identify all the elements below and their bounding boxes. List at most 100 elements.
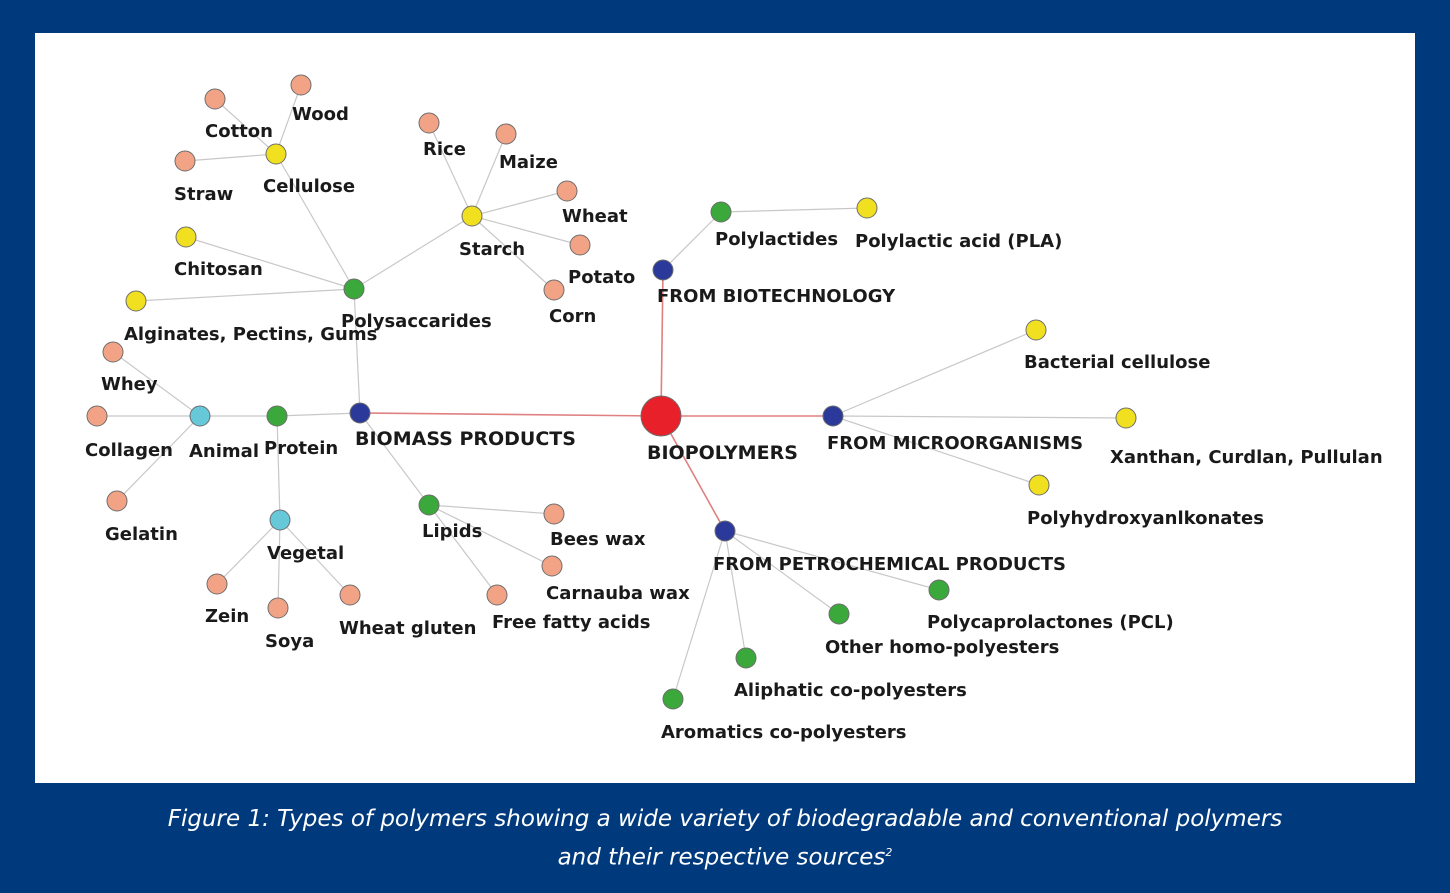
- node-alginates: [125, 290, 147, 312]
- label-beeswax: Bees wax: [550, 529, 646, 550]
- edge-animal-gelatin: [116, 415, 201, 502]
- node-pla: [856, 197, 878, 219]
- label-aliphatic: Aliphatic co-polyesters: [734, 680, 967, 701]
- edge-polysaccarides-starch: [353, 215, 473, 290]
- label-xanthan: Xanthan, Curdlan, Pullulan: [1110, 447, 1383, 468]
- edge-protein-vegetal: [276, 415, 281, 521]
- label-homo: Other homo-polyesters: [825, 637, 1059, 658]
- edge-lipids-ffa: [428, 504, 498, 596]
- label-rice: Rice: [423, 139, 466, 160]
- edge-polysaccarides-cellulose: [275, 153, 355, 290]
- edge-polysaccarides-chitosan: [185, 236, 355, 290]
- label-protein: Protein: [264, 438, 338, 459]
- edge-animal-whey: [112, 351, 201, 417]
- label-lipids: Lipids: [422, 521, 482, 542]
- label-animal: Animal: [189, 441, 259, 462]
- node-chitosan: [175, 226, 197, 248]
- label-corn: Corn: [549, 306, 596, 327]
- edge-starch-rice: [428, 122, 473, 217]
- edge-vegetal-soya: [277, 519, 281, 609]
- edge-microorg-xanthan: [832, 415, 1127, 419]
- edge-starch-maize: [471, 133, 507, 217]
- node-whey: [102, 341, 124, 363]
- caption-line-2-text: and their respective sources: [557, 844, 886, 871]
- label-soya: Soya: [265, 631, 314, 652]
- node-layer: [86, 74, 1137, 710]
- label-wheat: Wheat: [562, 206, 628, 227]
- label-pcl: Polycaprolactones (PCL): [927, 612, 1174, 633]
- label-petro: FROM PETROCHEMICAL PRODUCTS: [713, 554, 1066, 575]
- edge-vegetal-wheatgluten: [279, 519, 351, 596]
- node-protein: [266, 405, 288, 427]
- label-cotton: Cotton: [205, 121, 273, 142]
- node-collagen: [86, 405, 108, 427]
- node-beeswax: [543, 503, 565, 525]
- node-straw: [174, 150, 196, 172]
- node-homo: [828, 603, 850, 625]
- node-starch: [461, 205, 483, 227]
- label-starch: Starch: [459, 239, 525, 260]
- edge-biotech-polylactides: [662, 211, 722, 271]
- node-aromatic: [662, 688, 684, 710]
- label-zein: Zein: [205, 606, 249, 627]
- label-microorg: FROM MICROORGANISMS: [827, 433, 1083, 454]
- node-maize: [495, 123, 517, 145]
- label-whey: Whey: [101, 374, 158, 395]
- edge-cellulose-wood: [275, 84, 302, 155]
- edge-biomass-lipids: [359, 412, 430, 506]
- edge-petro-aliphatic: [724, 530, 747, 659]
- node-wheatgluten: [339, 584, 361, 606]
- node-polylactides: [710, 201, 732, 223]
- edge-starch-corn: [471, 215, 555, 291]
- label-maize: Maize: [499, 152, 558, 173]
- node-petro: [714, 520, 736, 542]
- node-wheat: [556, 180, 578, 202]
- edge-biopolymers-biomass: [359, 412, 662, 417]
- edge-polysaccarides-alginates: [135, 288, 355, 302]
- label-aromatic: Aromatics co-polyesters: [661, 722, 907, 743]
- label-ffa: Free fatty acids: [492, 612, 650, 633]
- node-lipids: [418, 494, 440, 516]
- edge-biopolymers-biotech: [660, 269, 664, 417]
- node-soya: [267, 597, 289, 619]
- edge-cellulose-straw: [184, 153, 277, 162]
- label-biomass: BIOMASS PRODUCTS: [355, 428, 576, 450]
- node-rice: [418, 112, 440, 134]
- label-wood: Wood: [292, 104, 349, 125]
- label-vegetal: Vegetal: [267, 543, 344, 564]
- label-straw: Straw: [174, 184, 233, 205]
- label-polysaccarides: Polysaccarides: [341, 311, 492, 332]
- caption-line-1: Figure 1: Types of polymers showing a wi…: [167, 806, 1283, 832]
- node-bactcell: [1025, 319, 1047, 341]
- edge-microorg-bactcell: [832, 329, 1037, 417]
- edge-petro-pcl: [724, 530, 940, 591]
- edge-petro-aromatic: [672, 530, 726, 700]
- edge-vegetal-zein: [216, 519, 281, 585]
- node-gelatin: [106, 490, 128, 512]
- node-polysaccarides: [343, 278, 365, 300]
- node-cotton: [204, 88, 226, 110]
- node-corn: [543, 279, 565, 301]
- node-pha: [1028, 474, 1050, 496]
- edge-cellulose-cotton: [214, 98, 277, 155]
- edge-layer: [97, 84, 1127, 700]
- edge-biomass-polysaccarides: [353, 288, 361, 414]
- node-carnauba: [541, 555, 563, 577]
- node-biopolymers: [640, 395, 682, 437]
- edge-petro-homo: [724, 530, 840, 615]
- label-pha: Polyhydroxyanlkonates: [1027, 508, 1264, 529]
- edge-starch-potato: [471, 215, 581, 246]
- node-wood: [290, 74, 312, 96]
- label-cellulose: Cellulose: [263, 176, 355, 197]
- label-alginates: Alginates, Pectins, Gums: [124, 324, 377, 345]
- edge-biopolymers-petro: [660, 415, 726, 532]
- label-polylactides: Polylactides: [715, 229, 838, 250]
- node-biomass: [349, 402, 371, 424]
- node-biotech: [652, 259, 674, 281]
- node-vegetal: [269, 509, 291, 531]
- label-biopolymers: BIOPOLYMERS: [647, 442, 798, 464]
- label-carnauba: Carnauba wax: [546, 583, 690, 604]
- edge-starch-wheat: [471, 190, 568, 217]
